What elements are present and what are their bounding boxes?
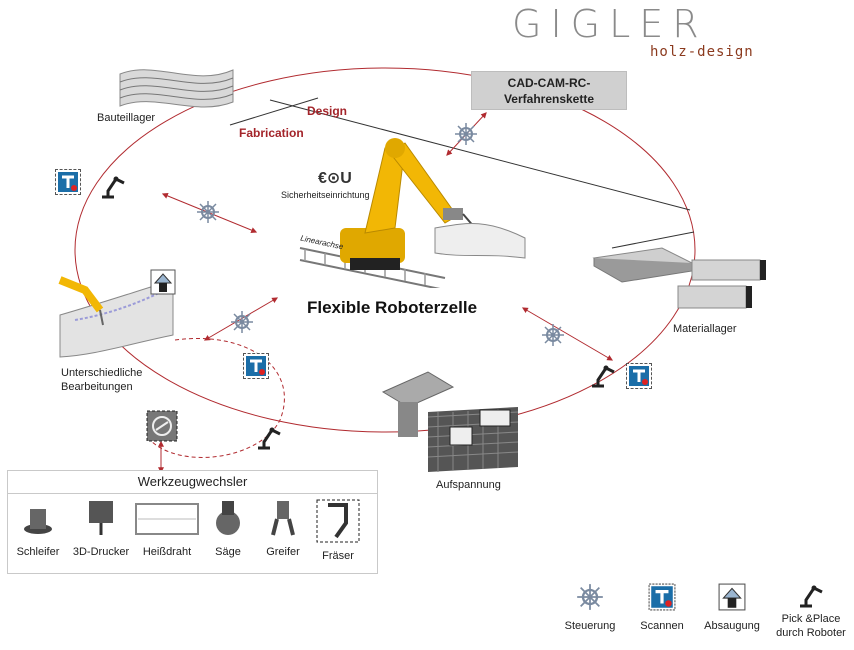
helm-icon [577, 584, 603, 610]
machining-image [58, 276, 174, 358]
industrial-robot-image [299, 138, 526, 288]
safety-logo-icon: €⊙U [318, 170, 352, 187]
legend-label: Absaugung [704, 620, 760, 632]
material-stack-image [592, 247, 766, 309]
tool-change-icon [146, 410, 178, 442]
saw-icon [216, 501, 240, 535]
robot-arm-icon [258, 427, 281, 450]
process-chain-box: CAD-CAM-RC- Verfahrenskette [471, 71, 627, 110]
tool-label: Greifer [266, 546, 300, 558]
process-chain-line2: Verfahrenskette [503, 92, 595, 106]
robot-arm-icon [102, 176, 125, 199]
legend-label-2: durch Roboter [776, 627, 846, 639]
tool-changer-title: Werkzeugwechsler [8, 471, 377, 494]
legend-pick-place: Pick &Place durch Roboter [770, 580, 852, 640]
robot-arm-icon [592, 365, 615, 388]
arrow-machining [203, 297, 279, 341]
tool-loop-dashed [149, 338, 285, 458]
scanner-icon [243, 353, 269, 379]
tool-changer-panel: Werkzeugwechsler Schleifer 3D-Drucker He… [7, 470, 378, 574]
legend-label: Pick &Place [781, 613, 841, 625]
milling-icon [316, 499, 360, 543]
gripper-icon [271, 501, 295, 536]
tool-saw: Säge [206, 499, 250, 558]
cell-title: Flexible Roboterzelle [307, 298, 478, 317]
brand-logo: GIGLER [512, 2, 708, 46]
robot-arm-icon [800, 585, 823, 608]
arrow-material [521, 307, 614, 361]
suction-icon [150, 269, 176, 295]
helm-icon [542, 324, 564, 346]
tool-gripper: Greifer [258, 499, 308, 558]
process-ellipse [74, 67, 696, 433]
component-storage-label: Bauteillager [97, 112, 156, 124]
phase-design: Design [307, 104, 348, 118]
sander-icon [24, 509, 52, 534]
3d-printer-icon [89, 501, 113, 535]
scanner-icon [55, 169, 81, 195]
tool-label: Heißdraht [142, 546, 192, 558]
suction-icon [718, 583, 746, 611]
component-stack-image [119, 69, 234, 108]
safety-label: Sicherheitseinrichtung [281, 190, 370, 200]
helm-icon [197, 201, 219, 223]
tool-hot-wire: Heißdraht [132, 499, 202, 558]
tool-label: 3D-Drucker [72, 546, 130, 558]
legend-scannen: Scannen [632, 583, 692, 633]
helm-icon [455, 123, 477, 145]
legend-steuerung: Steuerung [560, 583, 620, 633]
scanner-icon [648, 583, 676, 611]
tool-label: Fräser [322, 550, 354, 562]
tool-sander: Schleifer [13, 499, 63, 558]
tool-milling: Fräser [313, 499, 363, 562]
helm-icon [231, 311, 253, 333]
hot-wire-icon [135, 503, 199, 535]
machining-label: Unterschiedliche Bearbeitungen [61, 367, 143, 393]
tool-label: Säge [215, 546, 241, 558]
scanner-icon [626, 363, 652, 389]
legend-label: Steuerung [564, 620, 616, 632]
phase-fabrication: Fabrication [239, 126, 304, 140]
process-chain-line1: CAD-CAM-RC- [507, 76, 591, 90]
tool-label: Schleifer [16, 546, 60, 558]
tool-3d-printer: 3D-Drucker [68, 499, 134, 558]
clamping-label: Aufspannung [436, 479, 501, 491]
material-storage-label: Materiallager [673, 323, 737, 335]
clamping-image [381, 371, 519, 472]
legend-absaugung: Absaugung [699, 583, 765, 633]
brand-tagline: holz-design [650, 44, 754, 60]
legend-label: Scannen [640, 620, 684, 632]
